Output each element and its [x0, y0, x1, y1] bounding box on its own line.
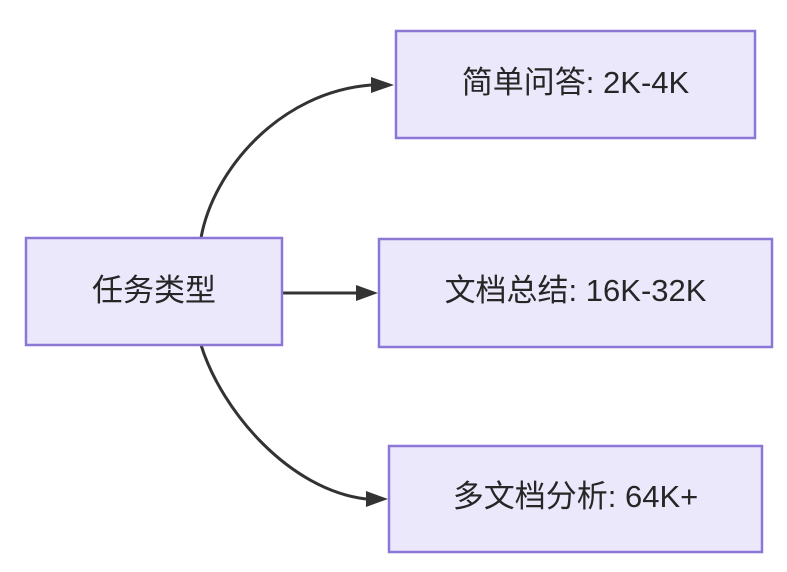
node-root-box[interactable] — [24, 236, 284, 347]
node-task-multi-doc-box[interactable] — [387, 444, 764, 554]
node-root[interactable]: 任务类型 — [24, 236, 284, 347]
edge-root-to-multi-doc-line — [199, 344, 367, 501]
node-task-simple-qa-label: 简单问答: 2K-4K — [462, 65, 690, 100]
node-task-simple-qa[interactable]: 简单问答: 2K-4K — [394, 29, 757, 140]
arrowhead-icon — [371, 77, 394, 93]
node-task-doc-summary[interactable]: 文档总结: 16K-32K — [377, 237, 774, 349]
node-task-doc-summary-box[interactable] — [377, 237, 774, 349]
node-task-multi-doc[interactable]: 多文档分析: 64K+ — [387, 444, 764, 554]
node-task-simple-qa-box[interactable] — [394, 29, 757, 140]
edge-root-to-simple-qa-line — [199, 83, 372, 239]
edge-root-to-simple-qa — [199, 77, 394, 239]
node-root-label: 任务类型 — [92, 273, 216, 308]
edge-root-to-multi-doc — [199, 344, 388, 507]
node-task-multi-doc-label: 多文档分析: 64K+ — [453, 479, 699, 514]
edge-root-to-doc-summary — [282, 285, 378, 301]
arrowhead-icon — [366, 491, 388, 507]
arrowhead-icon — [356, 285, 378, 301]
node-task-doc-summary-label: 文档总结: 16K-32K — [445, 273, 707, 308]
